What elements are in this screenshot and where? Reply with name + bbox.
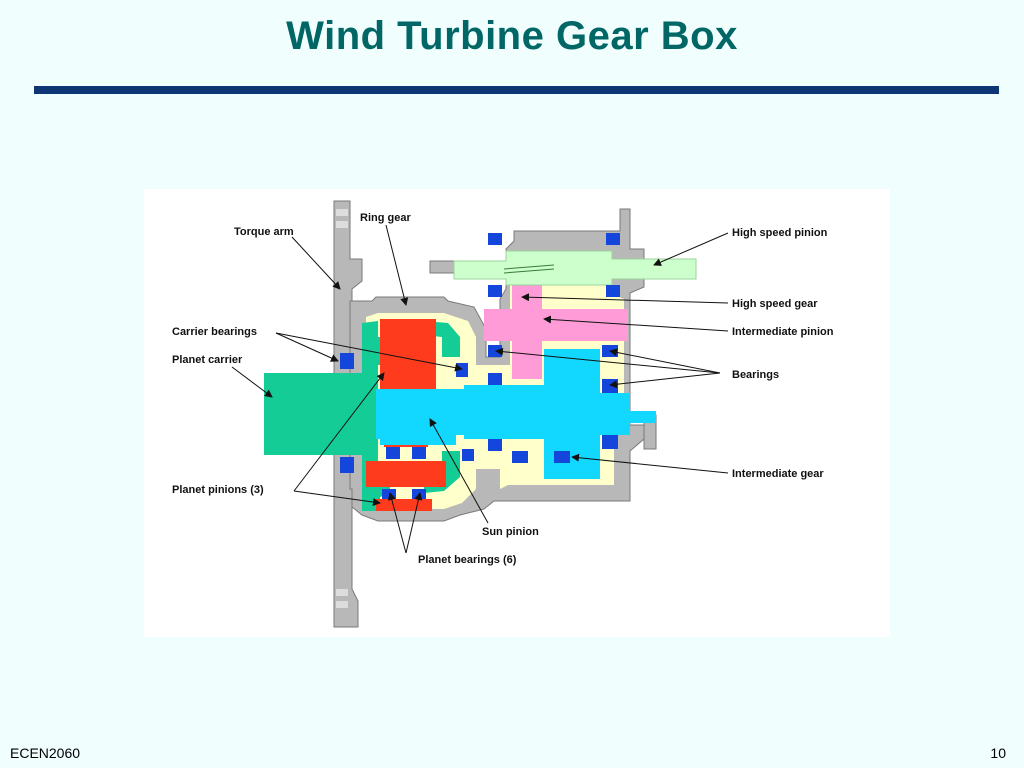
bearing-block	[512, 451, 528, 463]
bearing-block	[340, 457, 354, 473]
label-high-speed-pinion: High speed pinion	[732, 227, 828, 239]
bearing-block	[386, 447, 400, 459]
bearing-block	[488, 373, 502, 385]
planet-pinion-bottom	[376, 499, 432, 511]
label-planet-carrier: Planet carrier	[172, 354, 243, 366]
label-sun-pinion: Sun pinion	[482, 526, 539, 538]
bearing-block	[602, 379, 618, 393]
label-planet-pinions: Planet pinions (3)	[172, 484, 264, 496]
leader-lines	[231, 224, 729, 554]
bearing-block	[554, 451, 570, 463]
label-intermediate-pinion: Intermediate pinion	[732, 326, 834, 338]
gearbox-diagram: Torque arm Ring gear Carrier bearings Pl…	[144, 189, 890, 637]
title-divider	[34, 86, 999, 94]
gearbox-cross-section: Torque arm Ring gear Carrier bearings Pl…	[172, 200, 834, 628]
slide-title: Wind Turbine Gear Box	[286, 14, 738, 58]
bearing-block	[606, 285, 620, 297]
label-high-speed-gear: High speed gear	[732, 298, 818, 310]
bearing-block	[382, 489, 396, 499]
bearing-block	[412, 447, 426, 459]
label-bearings: Bearings	[732, 369, 779, 381]
label-torque-arm: Torque arm	[234, 226, 294, 238]
bearing-block	[462, 449, 474, 461]
course-code: ECEN2060	[10, 745, 81, 761]
label-carrier-bearings: Carrier bearings	[172, 326, 257, 338]
label-planet-bearings: Planet bearings (6)	[418, 554, 517, 566]
bearing-block	[488, 285, 502, 297]
ring-gear-block	[380, 319, 436, 389]
page-number: 10	[990, 745, 1006, 761]
label-ring-gear: Ring gear	[360, 212, 411, 224]
bearing-block	[340, 353, 354, 369]
input-shaft-boss	[429, 260, 457, 274]
planet-pinion-block	[366, 461, 446, 487]
bearing-block	[606, 233, 620, 245]
high-speed-gear-body	[484, 285, 628, 379]
bearing-block	[602, 435, 618, 449]
bearing-block	[456, 363, 468, 377]
high-speed-pinion-shaft	[453, 250, 697, 286]
bearing-block	[488, 233, 502, 245]
intermediate-shaft	[500, 389, 530, 439]
bearing-block	[488, 439, 502, 451]
label-intermediate-gear: Intermediate gear	[732, 468, 824, 480]
